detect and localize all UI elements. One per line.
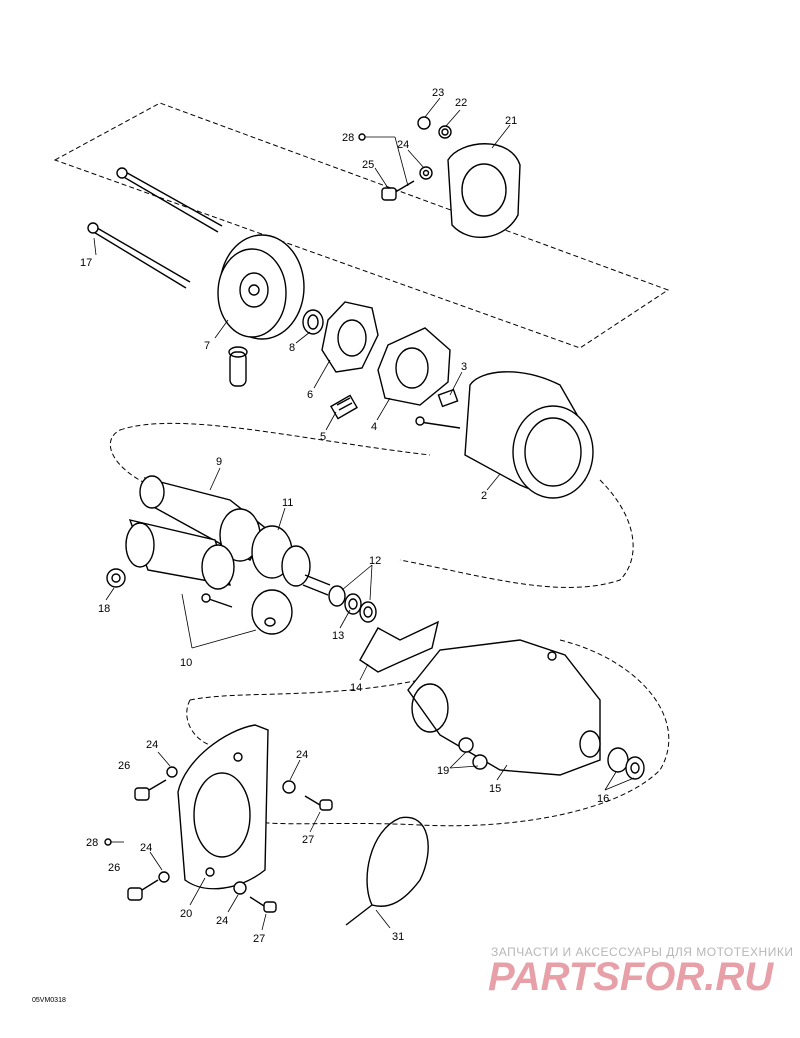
pinion-gear — [251, 525, 331, 596]
callout-15: 15 — [489, 783, 501, 795]
watermark-tagline: ЗАПЧАСТИ И АКСЕССУАРЫ ДЛЯ МОТОТЕХНИКИ — [491, 945, 793, 959]
callout-22: 22 — [455, 97, 467, 109]
callout-12: 12 — [369, 555, 381, 567]
callout-23: 23 — [432, 87, 444, 99]
shift-fork — [359, 620, 440, 673]
screw-27-lower — [249, 896, 277, 913]
bolt-26-lower — [127, 879, 159, 901]
callout-24-top: 24 — [397, 139, 409, 151]
group-outline-housing — [186, 639, 670, 827]
bushing — [302, 309, 324, 335]
callout-31: 31 — [392, 931, 404, 943]
callout-19: 19 — [437, 765, 449, 777]
group-outline-end-cover — [53, 102, 670, 349]
bolt-25 — [381, 180, 415, 201]
motor-yoke — [464, 371, 594, 499]
watermark-brand: PARTSFOR.RU — [488, 955, 774, 999]
leader-lines — [93, 97, 635, 931]
long-bolt-upper — [116, 167, 223, 233]
callout-25: 25 — [362, 159, 374, 171]
callout-4: 4 — [371, 421, 377, 433]
callout-13: 13 — [332, 630, 344, 642]
callout-26-lower: 26 — [108, 862, 120, 874]
brush-plate — [321, 301, 379, 373]
callout-26-upper: 26 — [118, 760, 130, 772]
nut-19a — [458, 737, 474, 753]
washer-24e — [233, 881, 247, 895]
bushing-pair — [607, 747, 645, 780]
washer-set — [328, 585, 377, 623]
solenoid-cap — [251, 589, 293, 635]
long-bolt-lower — [87, 222, 191, 289]
washer-24-top — [419, 166, 433, 180]
bolt-26-upper — [134, 779, 167, 801]
washer-22 — [438, 125, 452, 139]
solenoid — [125, 519, 235, 608]
callout-3: 3 — [461, 361, 467, 373]
tie-strap — [345, 816, 429, 926]
callout-11: 11 — [282, 497, 293, 509]
callout-9: 9 — [216, 456, 222, 468]
callout-6: 6 — [307, 389, 313, 401]
callout-21: 21 — [505, 115, 517, 127]
callout-14: 14 — [350, 682, 362, 694]
brush-holder — [377, 327, 451, 406]
callout-2: 2 — [481, 490, 487, 502]
callout-24-b: 24 — [146, 739, 158, 751]
callout-28-lower: 28 — [86, 837, 98, 849]
mounting-gasket — [177, 724, 269, 890]
washer-24b — [166, 766, 178, 778]
callout-27-lower: 27 — [253, 933, 265, 945]
callout-24-e: 24 — [216, 915, 228, 927]
callout-24-c: 24 — [296, 749, 308, 761]
callout-10: 10 — [180, 657, 192, 669]
figure-code: 05VM0318 — [32, 997, 66, 1004]
callout-27-upper: 27 — [302, 834, 314, 846]
callout-18: 18 — [98, 603, 110, 615]
nut-19b — [472, 754, 488, 770]
end-cap — [217, 234, 305, 340]
brush-spring — [330, 394, 358, 420]
callout-28-top: 28 — [342, 132, 354, 144]
brush-screw — [228, 346, 248, 387]
callout-8: 8 — [289, 342, 295, 354]
callout-24-d: 24 — [140, 842, 152, 854]
washer-24d — [158, 871, 170, 883]
callout-17: 17 — [80, 257, 92, 269]
callout-7: 7 — [204, 340, 210, 352]
sealant-28-top — [358, 133, 366, 141]
terminal-clip — [415, 388, 461, 429]
drive-housing — [407, 639, 601, 776]
washer-24c — [282, 780, 296, 794]
gasket-top — [447, 143, 521, 239]
nut-18 — [106, 568, 126, 588]
nut-23 — [417, 116, 431, 130]
callout-20: 20 — [180, 908, 192, 920]
callout-16: 16 — [597, 793, 609, 805]
group-outline-armature — [110, 422, 634, 588]
screw-27-upper — [304, 795, 333, 811]
callout-5: 5 — [320, 431, 326, 443]
